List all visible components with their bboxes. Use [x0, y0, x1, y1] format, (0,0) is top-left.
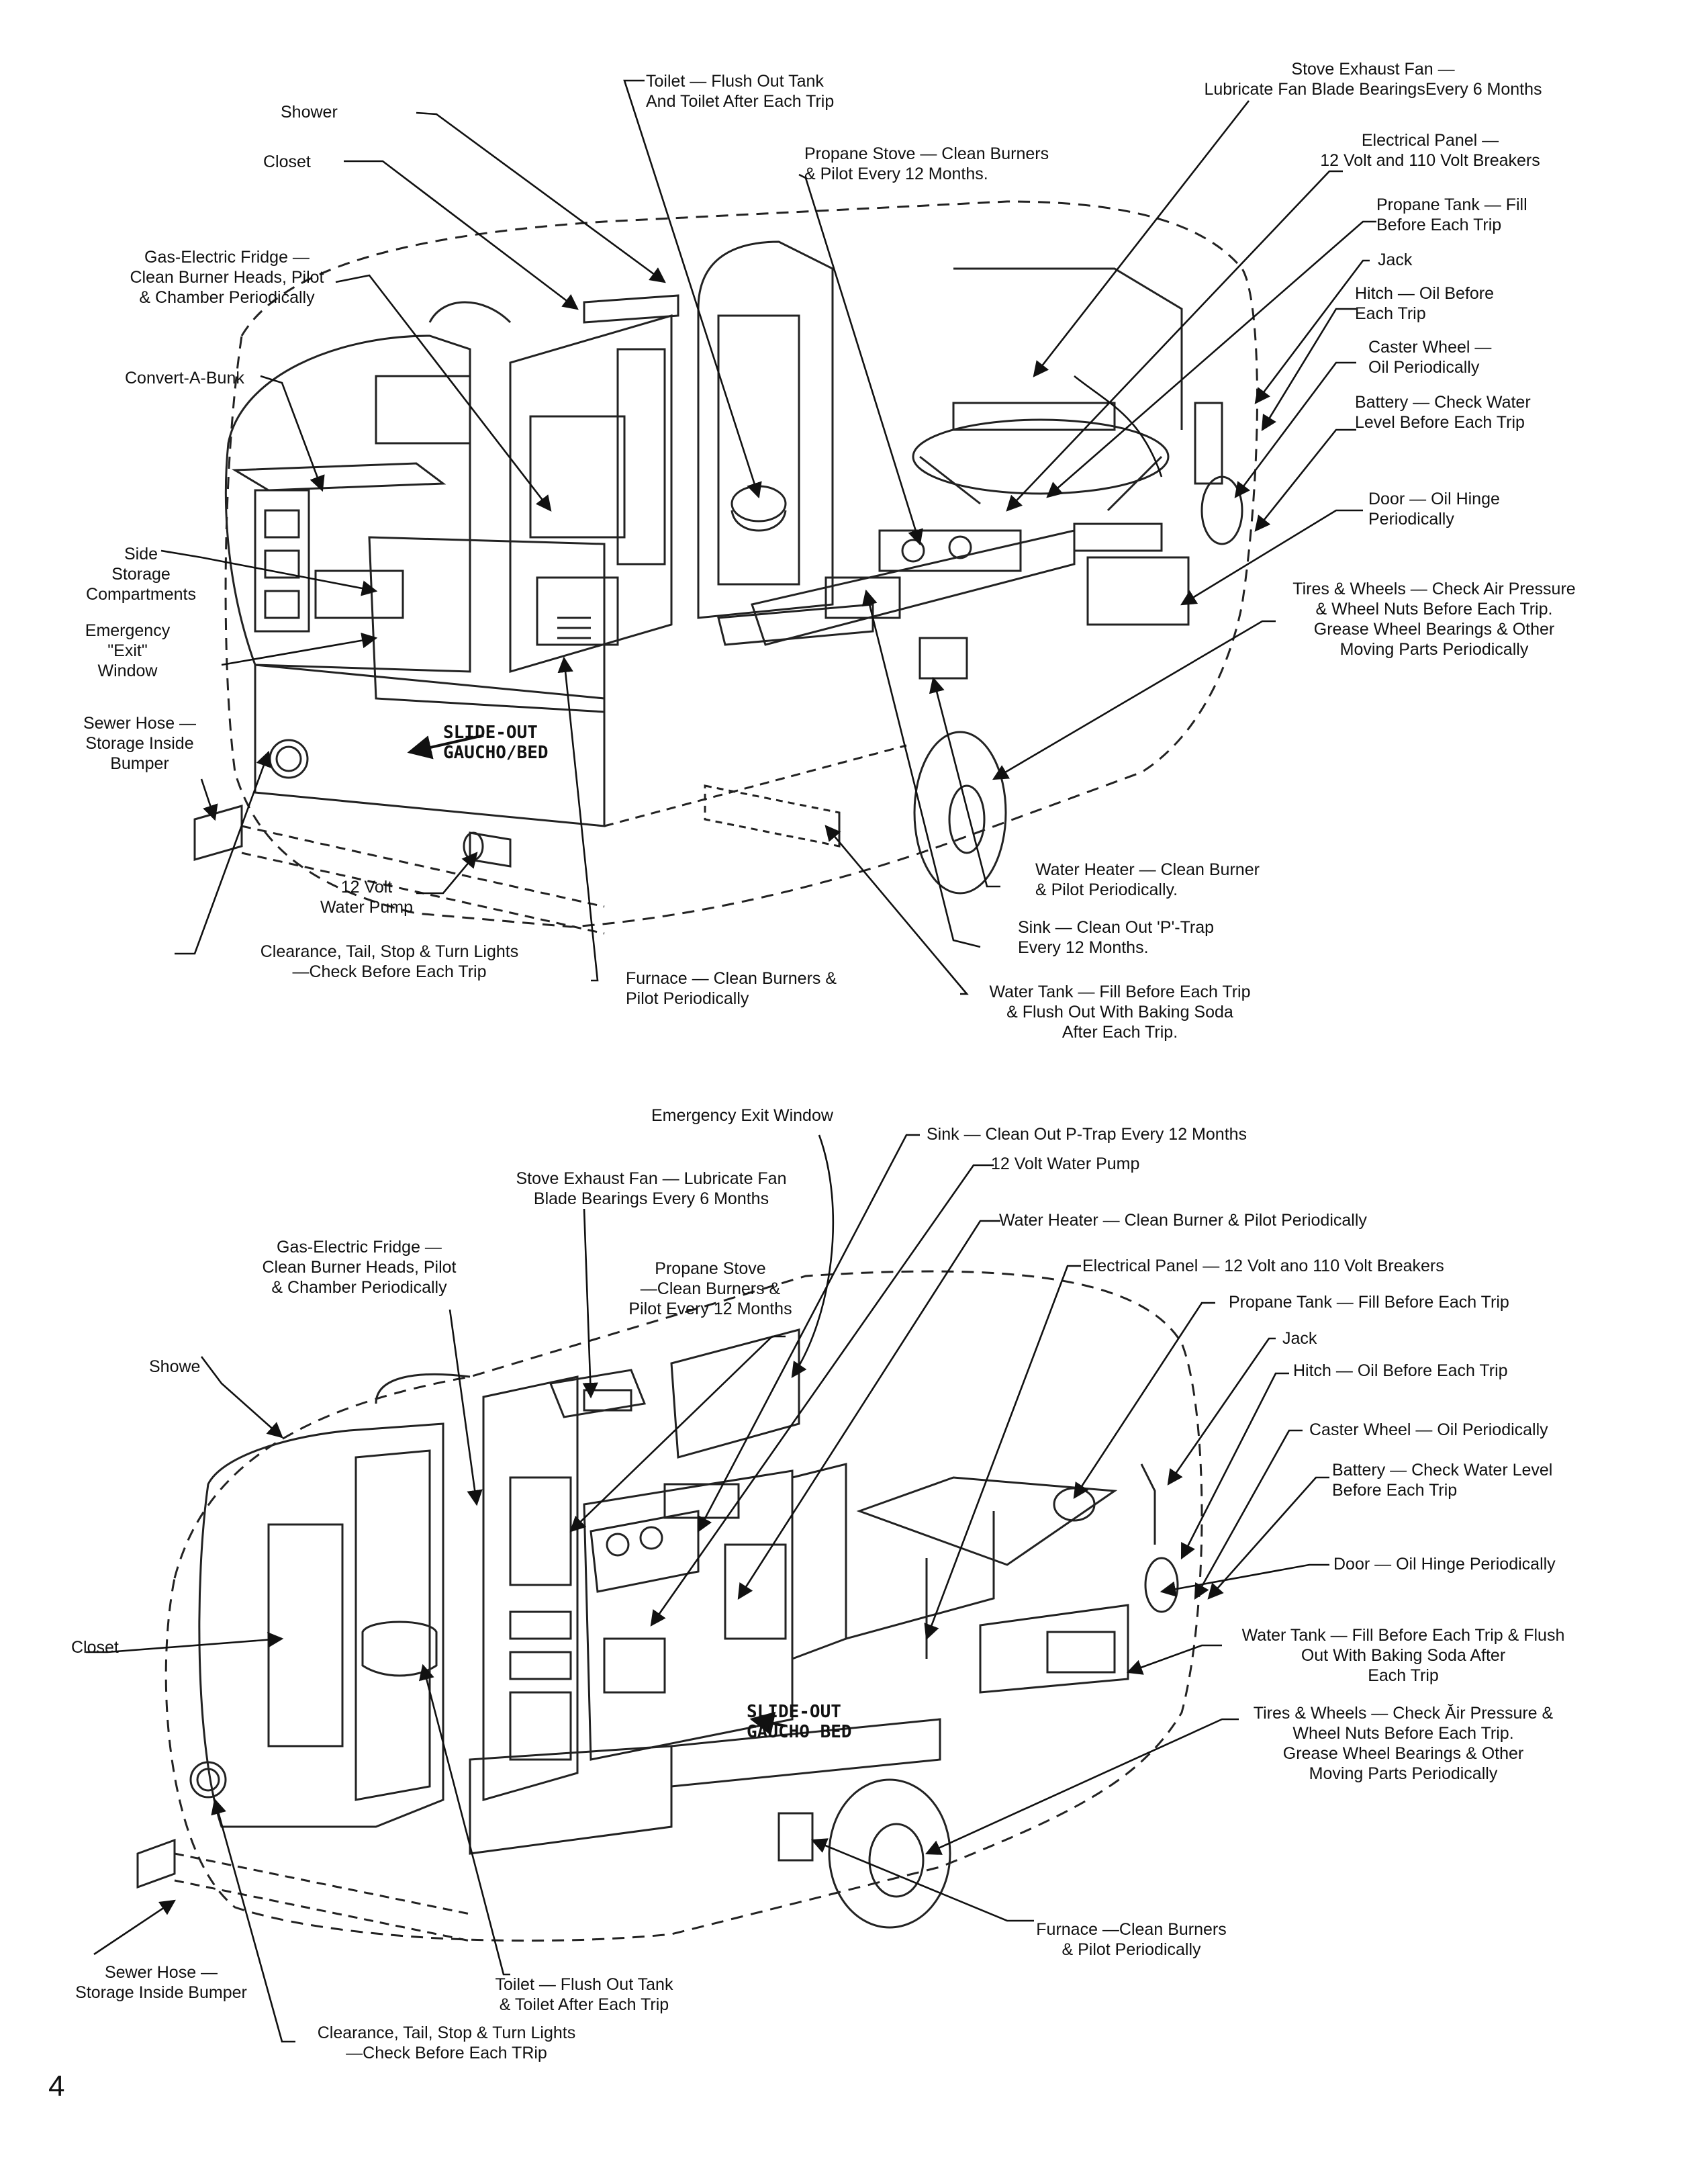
- top-label-emergency-window: Emergency "Exit" Window: [85, 621, 171, 680]
- bottom-label-closet: Closet: [71, 1638, 119, 1657]
- page-number: 4: [48, 2070, 65, 2103]
- top-label-hitch: Hitch — Oil Before Each Trip: [1355, 284, 1495, 323]
- top-label-battery: Battery — Check Water Level Before Each …: [1355, 393, 1531, 432]
- top-label-convert-a-bunk: Convert-A-Bunk: [125, 369, 244, 388]
- top-label-caster: Caster Wheel — Oil Periodically: [1368, 338, 1492, 377]
- bottom-label-sewer-hose: Sewer Hose — Storage Inside Bumper: [75, 1963, 247, 2002]
- bottom-label-furnace: Furnace —Clean Burners & Pilot Periodica…: [1036, 1920, 1227, 1959]
- bottom-label-tires: Tires & Wheels — Check Ăir Pressure & Wh…: [1253, 1704, 1554, 1783]
- top-label-side-storage: Side Storage Compartments: [86, 545, 196, 604]
- top-label-tires: Tires & Wheels — Check Air Pressure & Wh…: [1292, 580, 1576, 659]
- top-label-sewer-hose: Sewer Hose — Storage Inside Bumper: [83, 714, 197, 773]
- top-label-water-heater: Water Heater — Clean Burner & Pilot Peri…: [1035, 860, 1260, 899]
- bottom-label-jack: Jack: [1282, 1329, 1317, 1348]
- bottom-leader-lines: [86, 1134, 1329, 2043]
- top-label-jack: Jack: [1378, 251, 1413, 269]
- bottom-trailer-drawing: [136, 1270, 1203, 1942]
- top-leader-lines: [160, 79, 1376, 995]
- slide-out-arrows: [407, 734, 786, 1736]
- bottom-label-stove-fan: Stove Exhaust Fan — Lubricate Fan Blade …: [516, 1169, 787, 1208]
- bottom-label-propane-stove: Propane Stove —Clean Burners & Pilot Eve…: [628, 1259, 792, 1318]
- top-label-door: Door — Oil Hinge Periodically: [1368, 490, 1500, 529]
- bottom-label-emergency-window: Emergency Exit Window: [651, 1106, 833, 1125]
- bottom-label-battery: Battery — Check Water Level Before Each …: [1332, 1461, 1553, 1500]
- bottom-label-water-tank: Water Tank — Fill Before Each Trip & Flu…: [1241, 1626, 1565, 1685]
- top-label-water-tank: Water Tank — Fill Before Each Trip & Flu…: [989, 983, 1251, 1042]
- bottom-label-lights: Clearance, Tail, Stop & Turn Lights —Che…: [317, 2023, 576, 2062]
- top-handwritten-slide-out: SLIDE-OUT GAUCHO/BED: [443, 723, 549, 763]
- top-trailer-drawing: [193, 200, 1258, 935]
- bottom-label-sink: Sink — Clean Out P-Trap Every 12 Months: [927, 1125, 1247, 1144]
- bottom-label-electrical: Electrical Panel — 12 Volt ano 110 Volt …: [1082, 1257, 1444, 1275]
- bottom-label-fridge: Gas-Electric Fridge — Clean Burner Heads…: [262, 1238, 457, 1297]
- top-label-closet: Closet: [263, 152, 311, 171]
- bottom-label-water-heater: Water Heater — Clean Burner & Pilot Peri…: [999, 1211, 1367, 1230]
- top-label-shower: Shower: [281, 103, 338, 122]
- bottom-label-door: Door — Oil Hinge Periodically: [1333, 1555, 1556, 1574]
- bottom-label-hitch: Hitch — Oil Before Each Trip: [1293, 1361, 1508, 1380]
- top-label-toilet: Toilet — Flush Out Tank And Toilet After…: [646, 72, 835, 111]
- bottom-label-shower: Showe: [149, 1357, 201, 1376]
- top-label-fridge: Gas-Electric Fridge — Clean Burner Heads…: [130, 248, 324, 307]
- bottom-label-toilet: Toilet — Flush Out Tank & Toilet After E…: [495, 1975, 673, 2014]
- top-label-stove-fan: Stove Exhaust Fan — Lubricate Fan Blade …: [1204, 60, 1542, 99]
- top-label-propane-stove: Propane Stove — Clean Burners & Pilot Ev…: [804, 144, 1049, 183]
- bottom-label-caster: Caster Wheel — Oil Periodically: [1309, 1420, 1548, 1439]
- top-label-water-pump: 12 Volt Water Pump: [320, 878, 413, 917]
- top-label-propane-tank: Propane Tank — Fill Before Each Trip: [1376, 195, 1527, 234]
- bottom-label-water-pump: 12 Volt Water Pump: [991, 1154, 1140, 1173]
- top-label-lights: Clearance, Tail, Stop & Turn Lights —Che…: [260, 942, 519, 981]
- top-label-furnace: Furnace — Clean Burners & Pilot Periodic…: [626, 969, 837, 1008]
- top-label-sink: Sink — Clean Out 'P'-Trap Every 12 Month…: [1018, 918, 1215, 957]
- top-label-electrical: Electrical Panel — 12 Volt and 110 Volt …: [1320, 131, 1540, 170]
- bottom-handwritten-slide-out: SLIDE-OUT GAUCHO BED: [747, 1702, 852, 1742]
- bottom-label-propane-tank: Propane Tank — Fill Before Each Trip: [1229, 1293, 1509, 1312]
